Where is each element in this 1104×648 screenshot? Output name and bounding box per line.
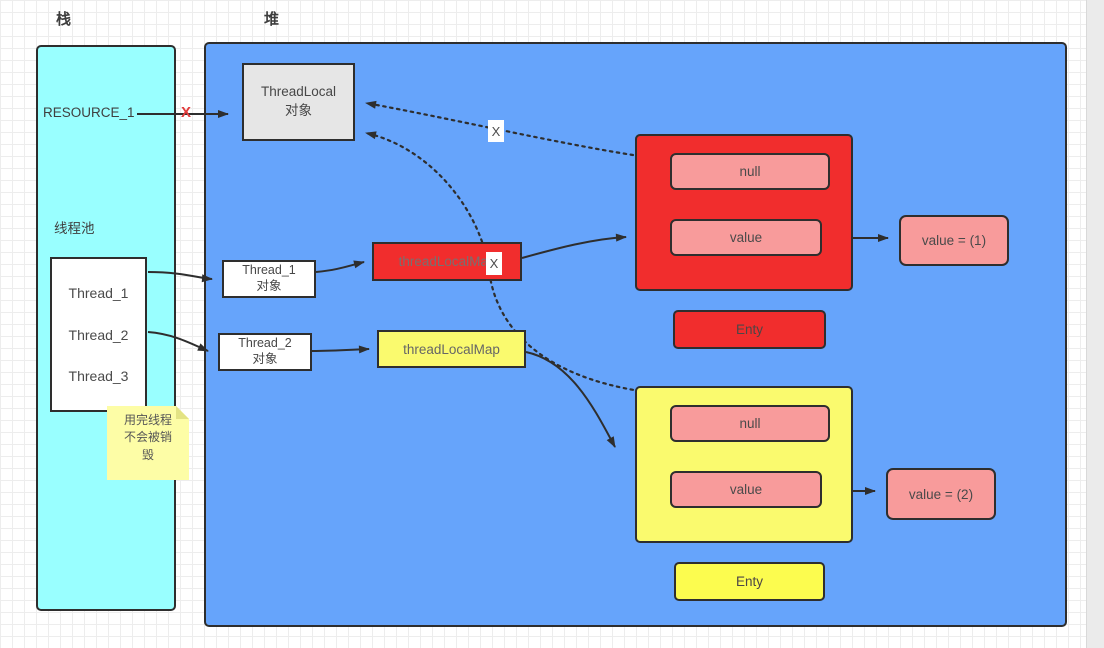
thread2-object-line1: Thread_2 [238,336,292,351]
thread-item-1: Thread_1 [68,284,129,301]
value1-result-shape[interactable]: value = (1) [899,215,1009,266]
entry2-value-slot[interactable]: value [670,471,822,508]
entry1-null-slot[interactable]: null [670,153,830,190]
note-line-3: 毁 [141,447,154,462]
note-line-1: 用完线程 [123,413,172,427]
thread-pool-label: 线程池 [54,221,95,236]
threadlocal-object-shape[interactable]: ThreadLocal 对象 [242,63,355,141]
note-line-2: 不会被销 [123,430,172,445]
canvas-right-gutter [1086,0,1104,648]
threadlocal-label-line1: ThreadLocal [260,84,337,100]
thread1-object-shape[interactable]: Thread_1 对象 [222,260,316,298]
entry1-label-shape[interactable]: Enty [673,310,826,349]
entry1-shape[interactable]: null value [635,134,853,291]
entry2-shape[interactable]: null value [635,386,853,543]
sticky-note[interactable]: 用完线程 不会被销 毁 [107,406,189,480]
thread2-object-line2: 对象 [252,352,278,366]
stack-region-label: 栈 [56,11,72,28]
thread2-object-shape[interactable]: Thread_2 对象 [218,333,312,371]
resource-label: RESOURCE_1 [43,105,135,120]
thread1-object-line2: 对象 [256,279,282,293]
thread-pool-shape[interactable]: Thread_1 Thread_2 Thread_3 [50,257,147,412]
threadlocalmap2-shape[interactable]: threadLocalMap [377,330,526,368]
resource-broken-ref-x-mark: X [181,104,192,121]
thread1-object-line1: Thread_1 [242,263,296,278]
value2-result-shape[interactable]: value = (2) [886,468,996,520]
entry1-value-slot[interactable]: value [670,219,822,256]
entry2-null-slot[interactable]: null [670,405,830,442]
heap-region-label: 堆 [264,11,280,28]
sticky-note-fold [176,406,189,419]
entry2-label-shape[interactable]: Enty [674,562,825,601]
entry2-ref-x-mark: X [486,252,502,275]
entry1-ref-x-mark: X [488,120,504,142]
threadlocal-label-line2: 对象 [285,103,312,118]
thread-item-2: Thread_2 [68,326,129,343]
thread-item-3: Thread_3 [68,368,129,385]
